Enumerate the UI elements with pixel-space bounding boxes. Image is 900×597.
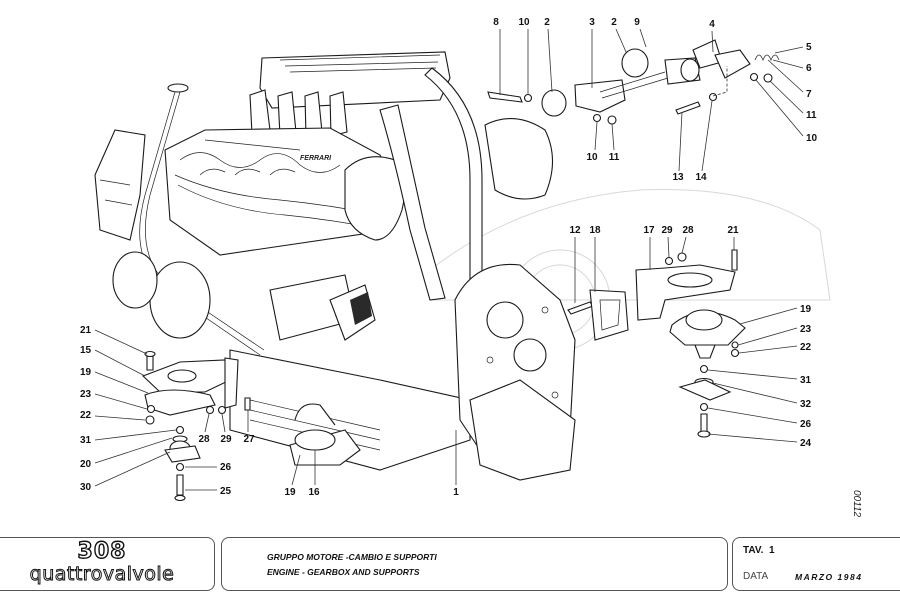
- engine-drawing: FERRARI: [94, 51, 576, 481]
- callout-label: 14: [695, 172, 707, 183]
- callout-label: 22: [80, 410, 92, 421]
- callout-label: 26: [220, 462, 232, 473]
- callout-label: 32: [800, 399, 812, 410]
- callout-label: 2: [611, 17, 617, 28]
- callout-label: 21: [80, 325, 92, 336]
- callout-label: 16: [308, 487, 320, 498]
- date-value: MARZO 1984: [795, 572, 863, 582]
- callout-label: 19: [80, 367, 92, 378]
- description-italian: GRUPPO MOTORE -CAMBIO E SUPPORTI: [267, 552, 437, 562]
- callout-label: 8: [493, 17, 499, 28]
- callout-label: 23: [800, 324, 812, 335]
- callout-label: 2: [544, 17, 550, 28]
- callout-label: 9: [634, 17, 640, 28]
- callout-label: 1: [453, 487, 459, 498]
- callout-label: 31: [800, 375, 812, 386]
- callout-label: 11: [609, 152, 620, 163]
- callout-label: 3: [589, 17, 595, 28]
- callout-label: 11: [806, 110, 817, 121]
- callout-label: 10: [518, 17, 530, 28]
- svg-text:FERRARI: FERRARI: [300, 155, 332, 162]
- description-box: GRUPPO MOTORE -CAMBIO E SUPPORTI ENGINE …: [221, 537, 728, 591]
- callout-label: 10: [586, 152, 598, 163]
- callout-label: 29: [661, 225, 673, 236]
- callout-label: 18: [589, 225, 601, 236]
- callout-label: 30: [80, 482, 92, 493]
- callout-label: 5: [806, 42, 812, 53]
- table-number-value: 1: [768, 545, 775, 556]
- callouts-top-assembly: 8 10 2 3 2 9 4 5 6 7 11 10 10 11 13 14: [493, 17, 817, 183]
- callout-label: 12: [569, 225, 581, 236]
- callouts-engine: 1: [453, 430, 459, 498]
- table-number: TAV. 1: [743, 545, 775, 556]
- callout-label: 31: [80, 435, 92, 446]
- callout-label: 19: [284, 487, 296, 498]
- callout-label: 29: [220, 434, 232, 445]
- callout-label: 24: [800, 438, 812, 449]
- callout-label: 4: [709, 19, 715, 30]
- callout-label: 25: [220, 486, 232, 497]
- callout-label: 21: [727, 225, 739, 236]
- reaction-rod-assembly: [487, 39, 780, 125]
- model-logo-box: 308 quattrovalvole: [0, 537, 215, 591]
- callout-label: 28: [682, 225, 694, 236]
- model-number: 308: [77, 539, 127, 564]
- sheet-code: 00112: [851, 490, 862, 518]
- callout-label: 19: [800, 304, 812, 315]
- callout-label: 6: [806, 63, 812, 74]
- description-english: ENGINE - GEARBOX AND SUPPORTS: [267, 567, 420, 577]
- model-name: quattrovalvole: [29, 563, 175, 585]
- callout-label: 22: [800, 342, 812, 353]
- callout-label: 7: [806, 89, 812, 100]
- callout-label: 27: [243, 434, 255, 445]
- callout-label: 26: [800, 419, 812, 430]
- engine-mount-assembly: [141, 350, 251, 502]
- engine-parts-diagram: FERRARI: [80, 17, 831, 502]
- callout-label: 15: [80, 345, 92, 356]
- callout-label: 17: [643, 225, 655, 236]
- callouts-engine-mount: 21 15 19 23 22 31 20 30 28 29 27 26 25 1…: [80, 325, 320, 498]
- gearbox-mount-assembly: [567, 249, 746, 438]
- callout-label: 20: [80, 459, 92, 470]
- title-block: 308 quattrovalvole GRUPPO MOTORE -CAMBIO…: [0, 537, 900, 591]
- callout-label: 28: [198, 434, 210, 445]
- callout-label: 13: [672, 172, 684, 183]
- callouts-gearbox-mount: 12 18 17 29 28 21 19 23 22 31 32 26 24: [569, 225, 811, 449]
- table-label: TAV.: [743, 545, 764, 556]
- callout-label: 23: [80, 389, 92, 400]
- date-label: DATA: [743, 571, 769, 582]
- callout-label: 10: [806, 133, 818, 144]
- table-info-box: TAV. 1 DATA MARZO 1984: [732, 537, 900, 591]
